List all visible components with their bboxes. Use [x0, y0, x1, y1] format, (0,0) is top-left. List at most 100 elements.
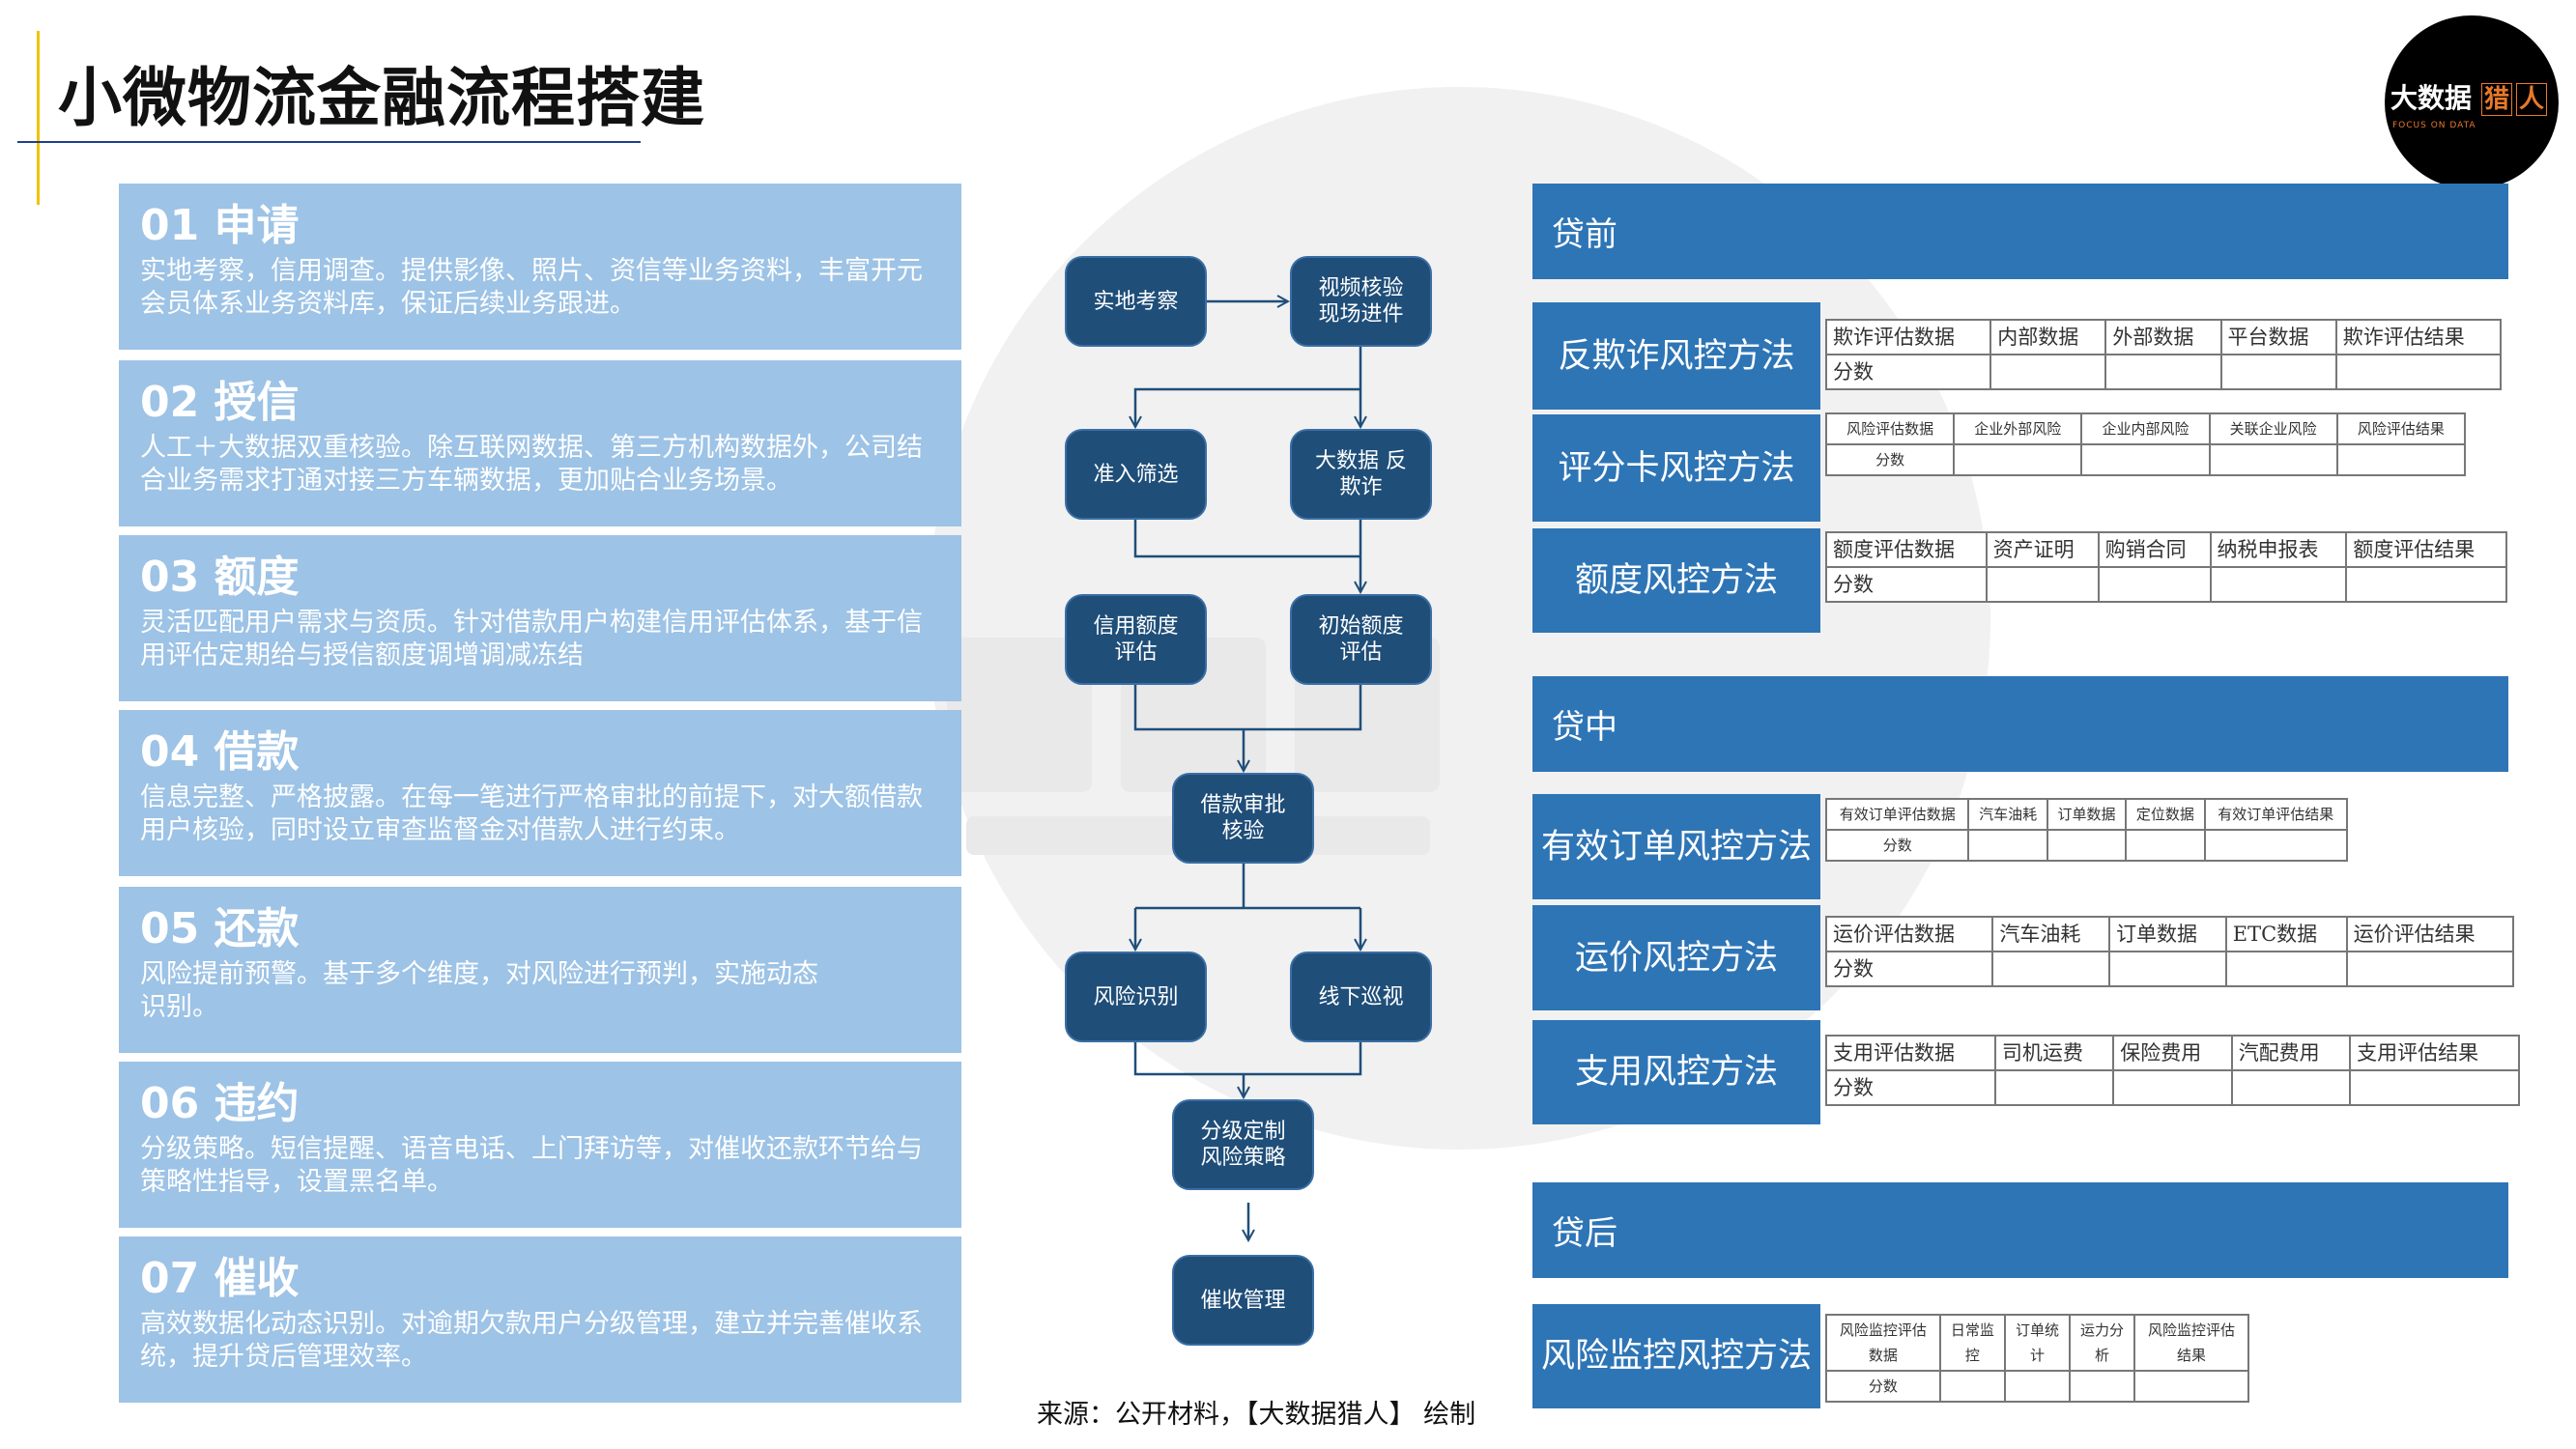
table-header-cell: 纳税申报表 — [2209, 531, 2348, 568]
connector-merge — [1133, 1041, 1362, 1076]
method-table: 支用评估数据司机运费保险费用汽配费用支用评估结果分数 — [1825, 1035, 2520, 1106]
step-title: 04 借款 — [140, 727, 300, 777]
table-cell — [2219, 354, 2337, 390]
table-cell — [2230, 1069, 2352, 1106]
flow-node-credit-limit: 信用额度 评估 — [1065, 594, 1207, 685]
flow-node-site-survey: 实地考察 — [1065, 256, 1207, 347]
table-header-cell: 企业内部风险 — [2080, 412, 2211, 445]
table-cell — [2046, 829, 2128, 862]
table-cell — [1993, 1069, 2115, 1106]
method-label: 有效订单风控方法 — [1532, 794, 1820, 899]
table-header-cell: 欺诈评估结果 — [2334, 319, 2503, 355]
table-header-cell: 风险监控评估数据 — [1825, 1314, 1941, 1372]
title-underline — [17, 141, 641, 143]
table-cell — [1989, 354, 2107, 390]
step-title: 02 授信 — [140, 378, 300, 427]
table-header-cell: 欺诈评估数据 — [1824, 319, 1992, 355]
section-mid-loan: 贷中 — [1532, 676, 2508, 772]
table-header-cell: 汽配费用 — [2230, 1035, 2352, 1071]
table-header-cell: 外部数据 — [2104, 319, 2222, 355]
step-desc: 灵活匹配用户需求与资质。针对借款用户构建信用评估体系，基于信用评估定期给与授信额… — [140, 608, 923, 670]
table-header-cell: 运力分析 — [2069, 1314, 2136, 1372]
step-desc: 分级策略。短信提醒、语音电话、上门拜访等，对催收还款环节给与策略性指导，设置黑名… — [140, 1134, 923, 1197]
step-card-loan: 04 借款信息完整、严格披露。在每一笔进行严格审批的前提下，对大额借款用户核验，… — [119, 710, 961, 876]
table-header-cell: 订单数据 — [2046, 798, 2128, 831]
table-header-row: 欺诈评估数据内部数据外部数据平台数据欺诈评估结果 — [1824, 319, 2503, 355]
table-row: 分数 — [1825, 1370, 2249, 1403]
table-header-cell: 企业外部风险 — [1953, 412, 2083, 445]
section-post-loan: 贷后 — [1532, 1182, 2508, 1278]
step-card-collection: 07 催收高效数据化动态识别。对逾期欠款用户分级管理，建立并完善催收系统，提升贷… — [119, 1236, 961, 1403]
method-label: 风险监控风控方法 — [1532, 1304, 1820, 1408]
table-cell — [2125, 829, 2206, 862]
table-row-label: 分数 — [1825, 566, 1988, 603]
logo-char: 人 — [2516, 83, 2548, 116]
table-cell — [2104, 354, 2222, 390]
table-header-row: 有效订单评估数据汽车油耗订单数据定位数据有效订单评估结果 — [1824, 798, 2349, 831]
step-desc: 人工＋大数据双重核验。除互联网数据、第三方机构数据外，公司结合业务需求打通对接三… — [140, 433, 923, 496]
method-label: 反欺诈风控方法 — [1532, 302, 1820, 410]
table-header-cell: ETC数据 — [2224, 916, 2348, 952]
table-row-label: 分数 — [1825, 1069, 1996, 1106]
flow-node-initial-limit: 初始额度 评估 — [1290, 594, 1432, 685]
table-row: 分数 — [1825, 566, 2507, 603]
step-title: 05 还款 — [140, 904, 300, 953]
table-cell — [2133, 1370, 2249, 1403]
logo-tagline: FOCUS ON DATA — [2392, 121, 2476, 130]
table-cell — [1953, 443, 2083, 476]
table-row: 分数 — [1824, 951, 2515, 987]
step-card-default: 06 违约分级策略。短信提醒、语音电话、上门拜访等，对催收还款环节给与策略性指导… — [119, 1062, 961, 1228]
title-accent-line — [37, 31, 40, 205]
flow-node-bigdata-fraud: 大数据 反欺诈 — [1290, 429, 1432, 520]
table-cell — [2003, 1370, 2072, 1403]
table-cell — [2334, 354, 2503, 390]
table-cell — [2097, 566, 2212, 603]
page-title: 小微物流金融流程搭建 — [58, 61, 705, 135]
table-header-cell: 内部数据 — [1989, 319, 2107, 355]
logo-text: 大数据 — [2390, 82, 2473, 114]
table-header-cell: 风险监控评估结果 — [2133, 1314, 2249, 1372]
table-cell — [1991, 951, 2111, 987]
step-card-credit: 02 授信人工＋大数据双重核验。除互联网数据、第三方机构数据外，公司结合业务需求… — [119, 360, 961, 526]
flow-node-video-check: 视频核验 现场进件 — [1290, 256, 1432, 347]
table-header-cell: 支用评估数据 — [1825, 1035, 1996, 1071]
table-cell — [2349, 1069, 2520, 1106]
table-header-cell: 订单统计 — [2003, 1314, 2072, 1372]
table-row: 分数 — [1824, 829, 2349, 862]
table-cell — [2224, 951, 2348, 987]
table-cell — [1938, 1370, 2006, 1403]
table-header-row: 支用评估数据司机运费保险费用汽配费用支用评估结果 — [1825, 1035, 2520, 1071]
table-row: 分数 — [1825, 1069, 2520, 1106]
step-desc: 风险提前预警。基于多个维度，对风险进行预判，实施动态识别。 — [140, 959, 818, 1022]
table-row-label: 分数 — [1824, 354, 1992, 390]
flow-node-offline-patrol: 线下巡视 — [1290, 952, 1432, 1042]
method-table: 风险评估数据企业外部风险企业内部风险关联企业风险风险评估结果分数 — [1824, 412, 2467, 476]
table-cell — [2080, 443, 2211, 476]
table-header-cell: 额度评估数据 — [1825, 531, 1988, 568]
table-header-cell: 有效订单评估结果 — [2203, 798, 2349, 831]
table-row: 分数 — [1824, 443, 2467, 476]
table-header-cell: 购销合同 — [2097, 531, 2212, 568]
step-desc: 实地考察，信用调查。提供影像、照片、资信等业务资料，丰富开元会员体系业务资料库，… — [140, 256, 923, 319]
table-header-cell: 订单数据 — [2108, 916, 2227, 952]
table-cell — [2209, 566, 2348, 603]
table-header-row: 额度评估数据资产证明购销合同纳税申报表额度评估结果 — [1825, 531, 2507, 568]
section-pre-loan: 贷前 — [1532, 184, 2508, 279]
flow-node-tiered-strategy: 分级定制 风险策略 — [1172, 1099, 1314, 1190]
connector-admission — [1133, 520, 1360, 558]
table-header-cell: 支用评估结果 — [2349, 1035, 2520, 1071]
table-cell — [2335, 443, 2467, 476]
step-title: 01 申请 — [140, 201, 300, 250]
brand-logo: 大数据 猎人 FOCUS ON DATA — [2385, 15, 2559, 189]
flow-node-loan-review: 借款审批 核验 — [1172, 773, 1314, 864]
table-cell — [2208, 443, 2338, 476]
source-note: 来源：公开材料，【大数据猎人】 绘制 — [1037, 1400, 1476, 1430]
table-cell — [2345, 566, 2507, 603]
table-row-label: 分数 — [1824, 443, 1956, 476]
table-cell — [2112, 1069, 2233, 1106]
table-header-cell: 有效订单评估数据 — [1824, 798, 1970, 831]
arrow-video-to-admission — [1135, 387, 1360, 427]
